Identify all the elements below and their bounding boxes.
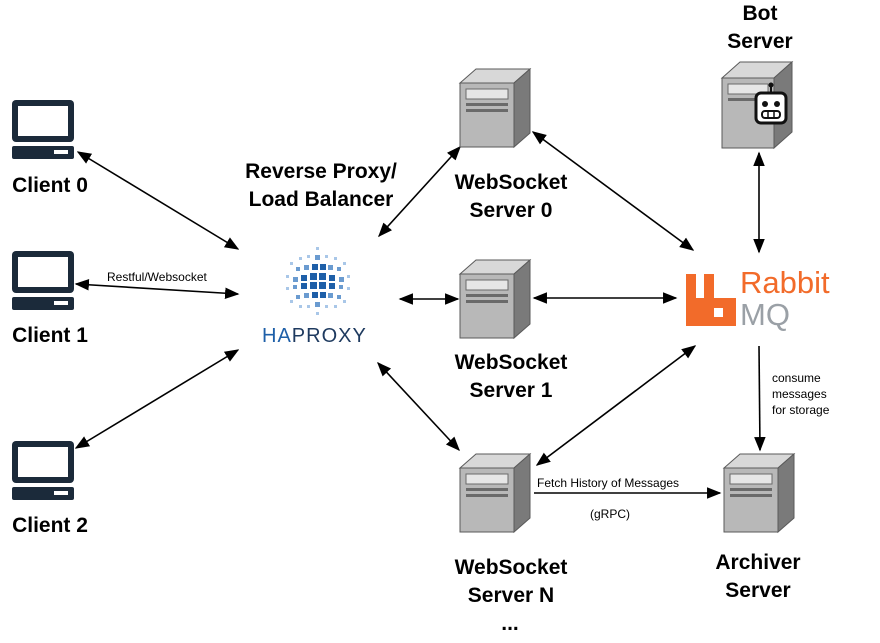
arrow-client2-proxy <box>74 349 240 449</box>
client-0-label: Client 0 <box>12 174 88 197</box>
arrow-client0-proxy <box>76 151 240 250</box>
rabbitmq-logo-icon <box>686 274 736 326</box>
websocket-server-n-icon <box>458 452 532 534</box>
client-1-label: Client 1 <box>12 324 88 347</box>
archiver-server-line1: Archiver <box>715 551 801 574</box>
arrow-proxy-wsn <box>377 361 460 452</box>
arrow-wsn-rabbit <box>535 345 697 466</box>
arrow-rabbit-archiver <box>754 345 766 452</box>
websocket-server-1-line1: WebSocket <box>454 351 568 374</box>
haproxy-logo-icon <box>286 247 350 315</box>
consume-label-line1: consume <box>772 371 821 385</box>
arrow-proxy-ws0 <box>378 145 461 238</box>
consume-label-line3: for storage <box>772 403 830 417</box>
bot-server-line1: Bot <box>742 2 778 25</box>
robot-icon <box>754 82 788 125</box>
rabbitmq-logo-text-bottom: MQ <box>740 297 790 332</box>
websocket-server-n-line2: Server N <box>467 584 555 607</box>
client-0-monitor-icon <box>12 100 74 159</box>
websocket-server-1-line2: Server 1 <box>469 379 553 402</box>
history-protocol-label: (gRPC) <box>590 507 631 521</box>
client-2-label: Client 2 <box>12 514 88 537</box>
client-1-monitor-icon <box>12 251 74 310</box>
bot-server-icon <box>720 60 794 150</box>
consume-label-line2: messages <box>772 387 827 401</box>
websocket-server-0-line1: WebSocket <box>454 171 568 194</box>
websocket-server-n-line1: WebSocket <box>454 556 568 579</box>
archiver-server-line2: Server <box>725 579 791 602</box>
arrow-ws0-rabbit <box>531 131 695 251</box>
rabbitmq-logo-text-top: Rabbit <box>740 265 830 300</box>
proxy-title-line1: Reverse Proxy/ <box>245 160 397 183</box>
history-label: Fetch History of Messages <box>537 476 680 490</box>
bot-server-line2: Server <box>727 30 793 53</box>
websocket-server-0-line2: Server 0 <box>469 199 553 222</box>
client-2-monitor-icon <box>12 441 74 500</box>
websocket-server-0-icon <box>458 67 532 149</box>
proxy-title-line2: Load Balancer <box>248 188 394 211</box>
websocket-server-1-icon <box>458 258 532 340</box>
client-protocol-label: Restful/Websocket <box>107 270 207 284</box>
more-servers-ellipsis: ... <box>501 612 519 635</box>
archiver-server-icon <box>722 452 796 534</box>
haproxy-logo-text: HAPROXY <box>262 325 367 347</box>
arrow-client1-proxy <box>74 279 240 299</box>
